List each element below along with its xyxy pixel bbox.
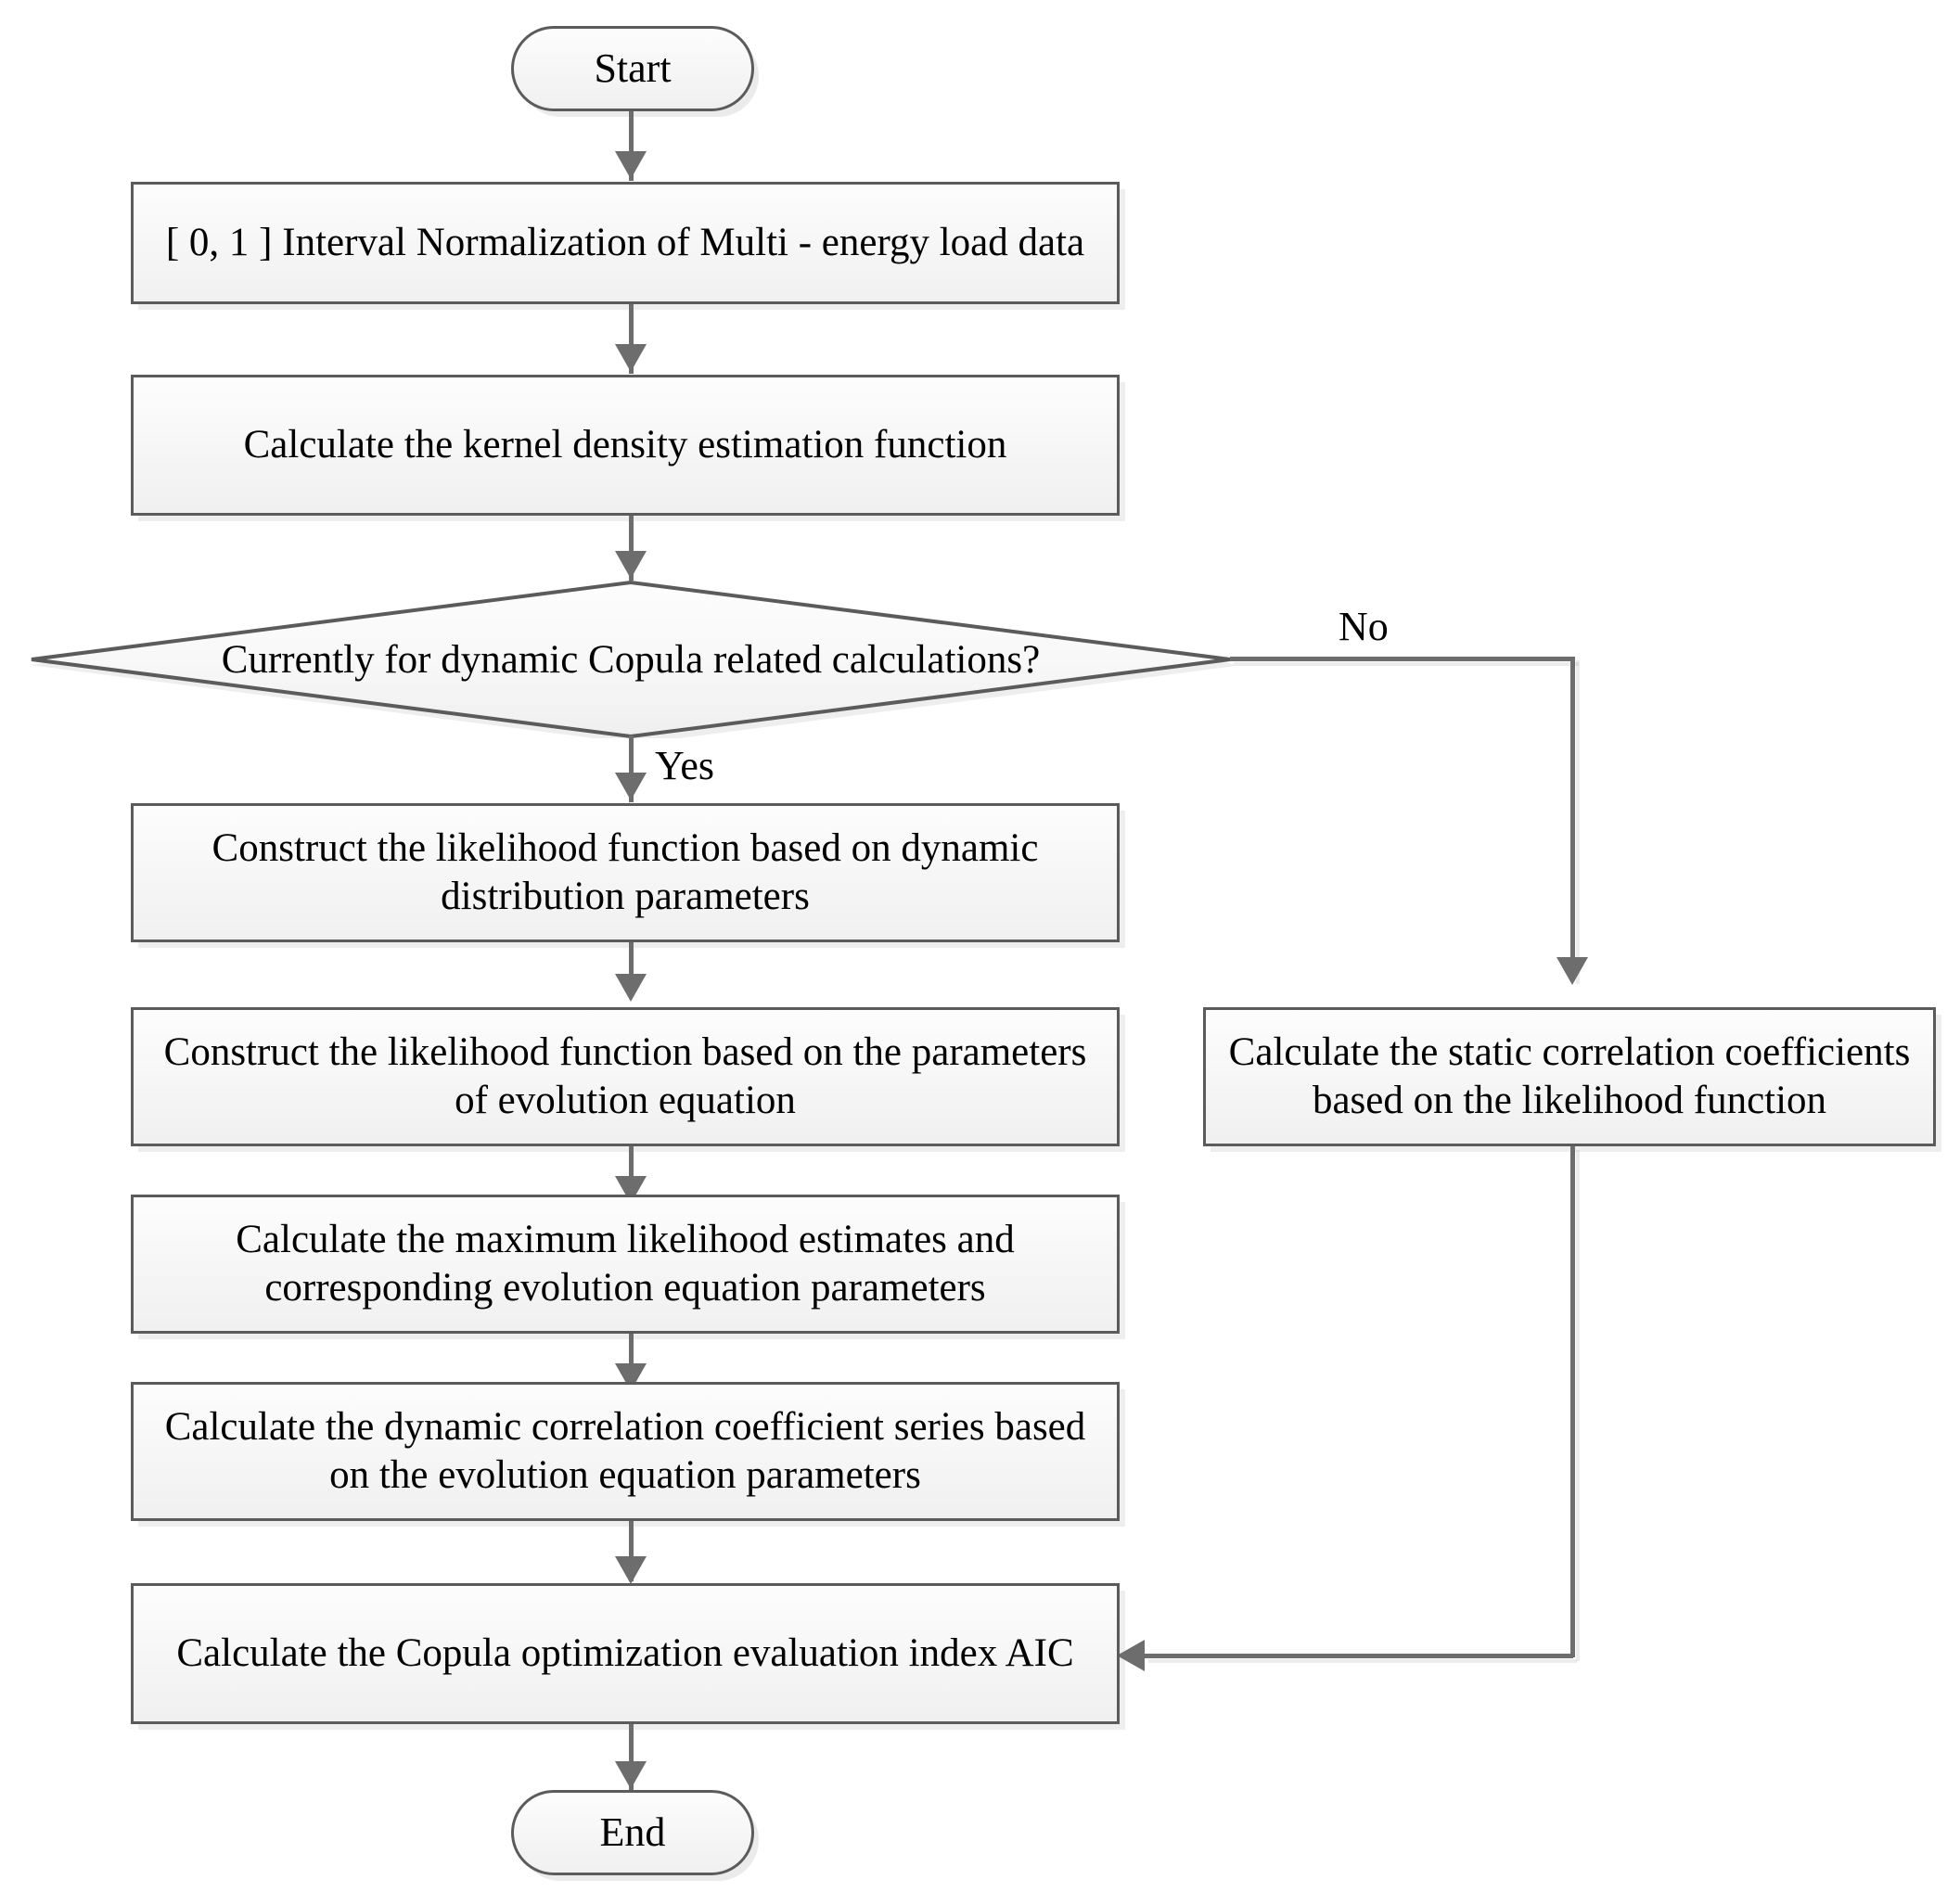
node-dynamic-correlation-series-label: Calculate the dynamic correlation coeffi… [164, 1404, 1086, 1497]
connector-aic-to-end [629, 1724, 634, 1791]
edge-label-yes: Yes [655, 743, 715, 788]
arrowhead-decision-no [1556, 957, 1588, 985]
connector-series-to-aic [629, 1521, 634, 1581]
node-copula-aic[interactable]: Calculate the Copula optimization evalua… [131, 1583, 1120, 1724]
connector-static-to-aic-vertical [1570, 1146, 1575, 1657]
connector-decision-yes [629, 735, 634, 802]
connector-start-to-normalize [629, 111, 634, 181]
node-maximum-likelihood-estimates[interactable]: Calculate the maximum likelihood estimat… [131, 1195, 1120, 1334]
connector-dynamic-to-evolution [629, 942, 634, 996]
decision-diamond-shape [30, 581, 1234, 738]
connector-kde-to-decision [629, 516, 634, 581]
arrowhead-normalize-to-kde [615, 344, 647, 372]
node-dynamic-likelihood-label: Construct the likelihood function based … [211, 825, 1039, 918]
node-start[interactable]: Start [511, 26, 754, 111]
connector-static-vertical-shadow [1576, 1150, 1580, 1661]
node-interval-normalization[interactable]: [ 0, 1 ] Interval Normalization of Multi… [131, 182, 1120, 304]
connector-mle-to-series [629, 1334, 634, 1385]
node-copula-aic-label: Calculate the Copula optimization evalua… [176, 1630, 1074, 1675]
arrowhead-kde-to-decision [615, 551, 647, 579]
node-kernel-density-estimation[interactable]: Calculate the kernel density estimation … [131, 375, 1120, 516]
node-dynamic-likelihood[interactable]: Construct the likelihood function based … [131, 803, 1120, 942]
node-kernel-density-estimation-label: Calculate the kernel density estimation … [243, 422, 1007, 467]
arrowhead-decision-yes [615, 773, 647, 800]
arrowhead-aic-to-end [615, 1761, 647, 1789]
connector-no-vertical-shadow [1576, 660, 1580, 984]
node-static-correlation-label: Calculate the static correlation coeffic… [1228, 1029, 1911, 1122]
arrowhead-static-to-aic [1117, 1640, 1145, 1671]
node-decision-dynamic-copula[interactable]: Currently for dynamic Copula related cal… [28, 581, 1234, 738]
connector-decision-no-horizontal [1230, 657, 1575, 661]
connector-normalize-to-kde [629, 304, 634, 374]
connector-evolution-to-mle [629, 1146, 634, 1197]
node-end-label: End [599, 1809, 666, 1856]
node-static-correlation[interactable]: Calculate the static correlation coeffic… [1203, 1007, 1936, 1146]
arrowhead-dynamic-to-evolution [615, 974, 647, 1002]
node-start-label: Start [594, 45, 672, 92]
connector-no-horizontal-shadow [1234, 662, 1579, 666]
node-evolution-likelihood-label: Construct the likelihood function based … [163, 1029, 1087, 1122]
edge-label-no: No [1339, 604, 1389, 649]
arrowhead-start-to-normalize [615, 151, 647, 179]
node-dynamic-correlation-series[interactable]: Calculate the dynamic correlation coeffi… [131, 1382, 1120, 1521]
arrowhead-series-to-aic [615, 1556, 647, 1584]
node-evolution-likelihood[interactable]: Construct the likelihood function based … [131, 1007, 1120, 1146]
connector-static-horizontal-shadow [1148, 1659, 1577, 1663]
node-interval-normalization-label: [ 0, 1 ] Interval Normalization of Multi… [165, 220, 1085, 264]
node-end[interactable]: End [511, 1790, 754, 1875]
node-maximum-likelihood-estimates-label: Calculate the maximum likelihood estimat… [236, 1217, 1015, 1310]
connector-decision-no-vertical [1570, 657, 1575, 980]
connector-static-to-aic-horizontal [1145, 1654, 1573, 1658]
